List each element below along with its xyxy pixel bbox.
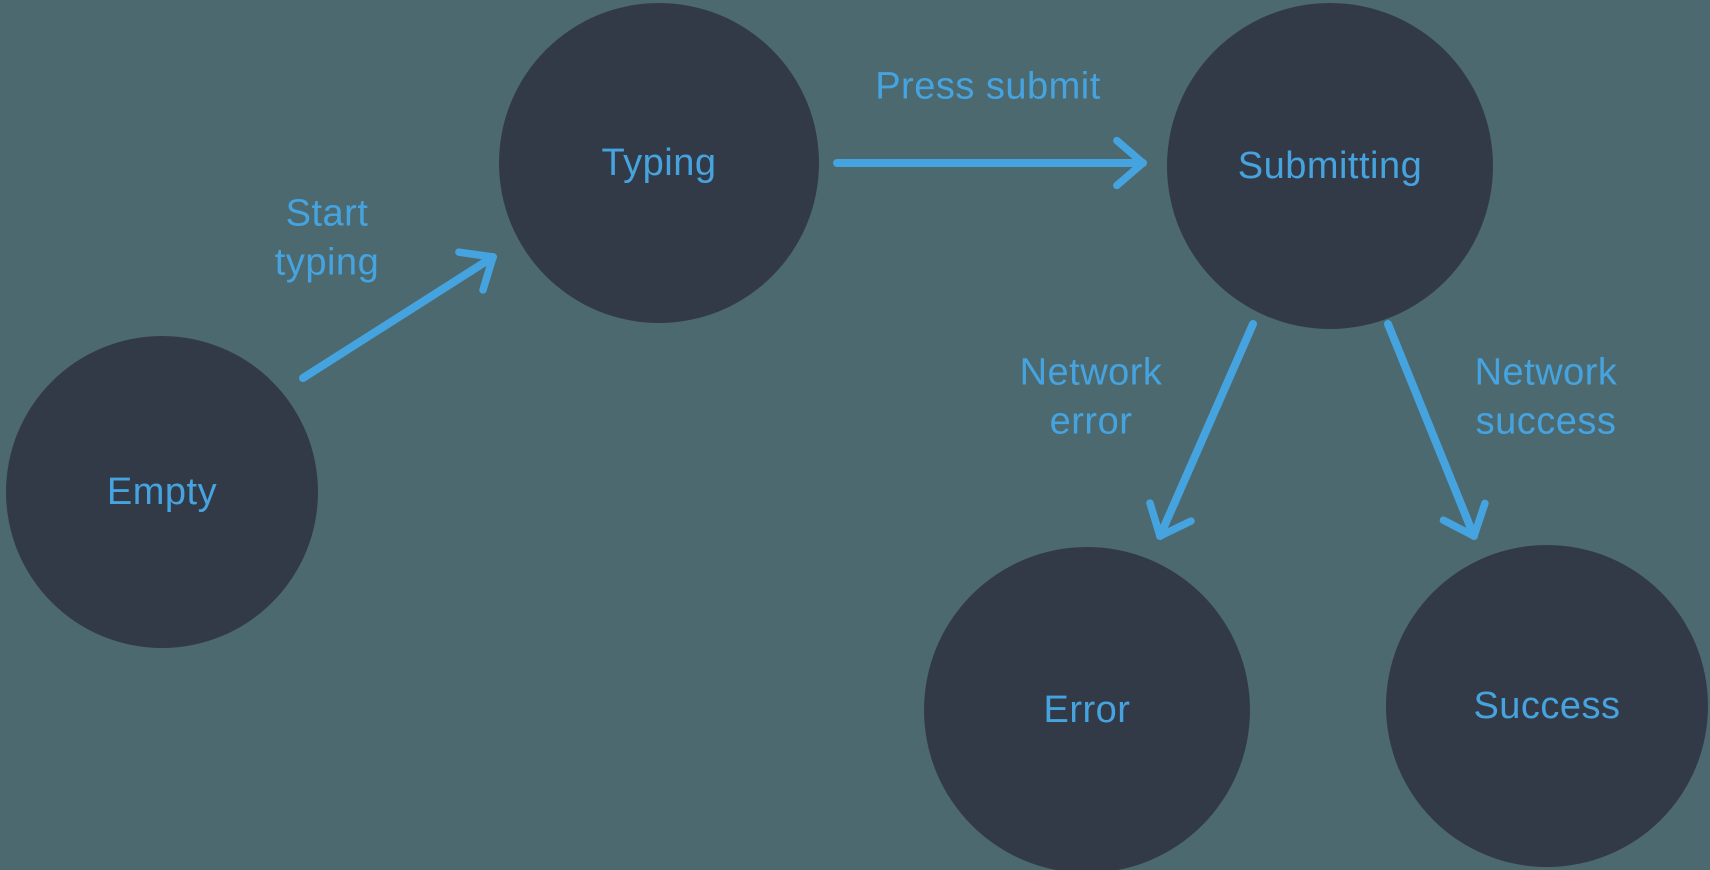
state-node-typing: Typing — [499, 3, 819, 323]
state-node-error: Error — [924, 547, 1250, 870]
transition-label-network-error: Network error — [1019, 351, 1163, 442]
state-node-empty: Empty — [6, 336, 318, 648]
state-label-typing: Typing — [601, 141, 717, 184]
state-label-submitting: Submitting — [1237, 144, 1423, 187]
transition-arrow-start-typing — [299, 248, 497, 382]
state-label-error: Error — [1043, 688, 1131, 731]
state-node-success: Success — [1386, 545, 1708, 867]
transition-label-start-typing: Start typing — [274, 192, 380, 283]
transition-label-press-submit: Press submit — [875, 65, 1101, 108]
state-label-success: Success — [1473, 684, 1621, 727]
transition-arrow-network-success — [1384, 320, 1489, 540]
state-label-empty: Empty — [106, 470, 218, 513]
state-node-submitting: Submitting — [1167, 3, 1493, 329]
transition-arrow-network-error — [1146, 320, 1257, 540]
transition-label-network-success: Network success — [1474, 351, 1618, 442]
